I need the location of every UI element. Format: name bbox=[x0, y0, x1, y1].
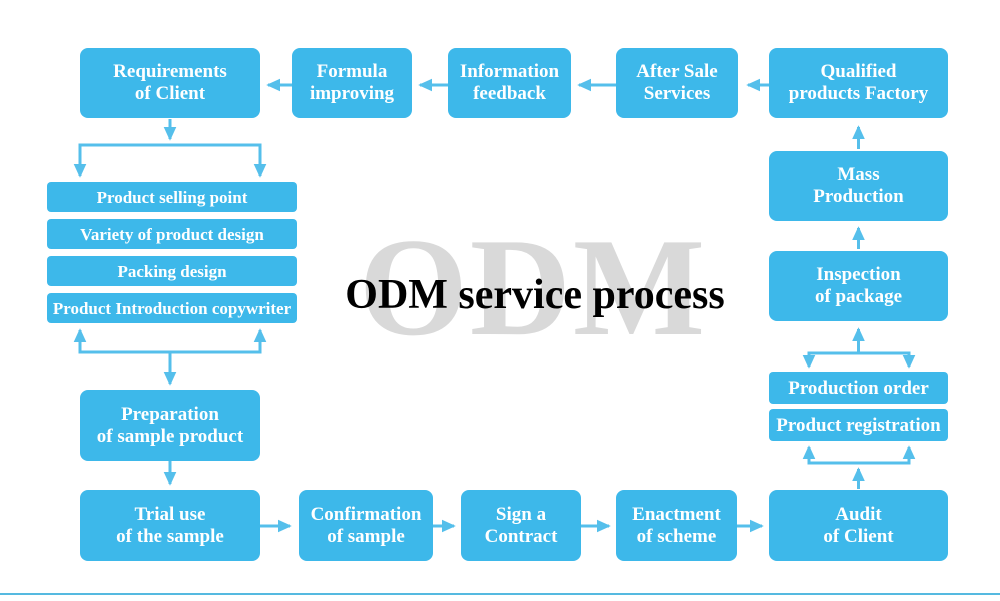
node-packing-design: Packing design bbox=[47, 256, 297, 286]
diagram-title: ODM service process bbox=[345, 272, 725, 318]
node-requirements-of-client: Requirements of Client bbox=[80, 48, 260, 118]
node-production-order: Production order bbox=[769, 372, 948, 404]
node-sign-a-contract: Sign a Contract bbox=[461, 490, 581, 561]
node-audit-of-client: Audit of Client bbox=[769, 490, 948, 561]
node-variety-of-product-design: Variety of product design bbox=[47, 219, 297, 249]
node-product-registration: Product registration bbox=[769, 409, 948, 441]
node-mass-production: Mass Production bbox=[769, 151, 948, 221]
node-information-feedback: Information feedback bbox=[448, 48, 571, 118]
node-inspection-of-package: Inspection of package bbox=[769, 251, 948, 321]
node-qualified-products-factory: Qualified products Factory bbox=[769, 48, 948, 118]
node-preparation-of-sample-product: Preparation of sample product bbox=[80, 390, 260, 461]
node-confirmation-of-sample: Confirmation of sample bbox=[299, 490, 433, 561]
node-trial-use-of-the-sample: Trial use of the sample bbox=[80, 490, 260, 561]
bottom-divider-line bbox=[0, 593, 1000, 595]
node-product-introduction-copywriter: Product Introduction copywriter bbox=[47, 293, 297, 323]
node-enactment-of-scheme: Enactment of scheme bbox=[616, 490, 737, 561]
node-after-sale-services: After Sale Services bbox=[616, 48, 738, 118]
node-formula-improving: Formula improving bbox=[292, 48, 412, 118]
node-product-selling-point: Product selling point bbox=[47, 182, 297, 212]
odm-watermark-text: ODM bbox=[358, 210, 708, 365]
